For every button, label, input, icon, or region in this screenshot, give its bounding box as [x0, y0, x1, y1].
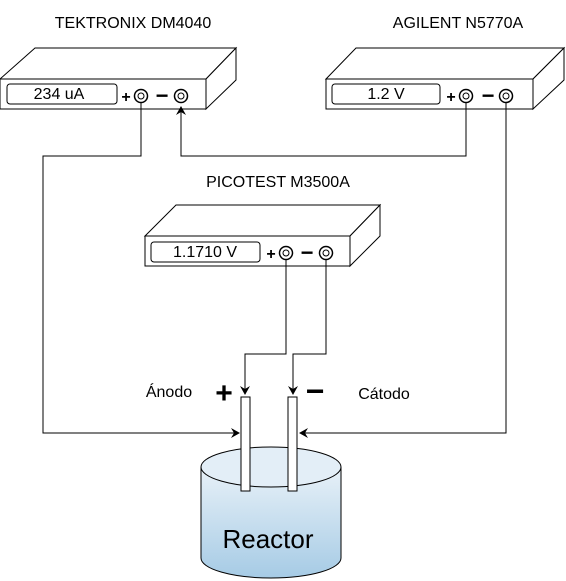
instrument-top [0, 47, 238, 80]
minus-sign: − [482, 83, 495, 108]
anode-electrode [240, 396, 251, 492]
cathode-sign: − [306, 373, 325, 409]
negative-terminal-inner [502, 92, 510, 100]
display-reading: 234 uA [34, 86, 85, 103]
reactor-top [200, 446, 342, 488]
wire-m3500a-to-anode [240, 260, 287, 395]
positive-terminal-inner [137, 92, 145, 100]
instrument-n5770a: AGILENT N5770A 1.2 V + − [324, 15, 566, 111]
plus-sign: + [121, 89, 130, 106]
plus-sign: + [266, 246, 275, 263]
positive-terminal [278, 245, 294, 261]
negative-terminal-inner [322, 249, 330, 257]
positive-terminal-inner [282, 249, 290, 257]
cathode-label: Cátodo [358, 386, 410, 403]
display-reading: 1.2 V [367, 86, 405, 103]
negative-terminal [318, 245, 334, 261]
wire-dm4040-to-anode [42, 103, 240, 438]
display-reading: 1.1710 V [173, 244, 237, 261]
instrument-m3500a-name: PICOTEST M3500A [206, 174, 350, 191]
minus-sign: − [156, 83, 169, 108]
reactor-body [200, 467, 342, 579]
negative-terminal-inner [177, 92, 185, 100]
electrodes: Ánodo + − Cátodo [146, 373, 410, 492]
reactor: Reactor [200, 446, 342, 579]
reactor-label: Reactor [222, 524, 313, 554]
anode-sign: + [215, 377, 233, 410]
instrument-top [324, 47, 566, 80]
positive-terminal [133, 88, 149, 104]
minus-sign: − [301, 240, 314, 265]
instrument-n5770a-name: AGILENT N5770A [393, 15, 524, 32]
wiring [42, 103, 507, 438]
instrument-top [143, 204, 382, 237]
wire-m3500a-to-cathode [288, 260, 327, 395]
positive-terminal-inner [462, 92, 470, 100]
instrument-dm4040: TEKTRONIX DM4040 234 uA + − [0, 15, 238, 111]
instrument-m3500a: PICOTEST M3500A 1.1710 V + − [143, 174, 382, 268]
wire-n5770a-to-dm4040 [176, 103, 467, 157]
display-panel [6, 83, 118, 105]
plus-sign: + [446, 89, 455, 106]
positive-terminal [458, 88, 474, 104]
cathode-electrode [287, 396, 298, 492]
anode-label: Ánodo [146, 382, 192, 401]
wire-n5770a-to-cathode [299, 103, 507, 438]
negative-terminal [498, 88, 514, 104]
negative-terminal [173, 88, 189, 104]
display-panel [150, 241, 261, 263]
display-panel [331, 83, 441, 105]
instrument-dm4040-name: TEKTRONIX DM4040 [55, 15, 212, 32]
